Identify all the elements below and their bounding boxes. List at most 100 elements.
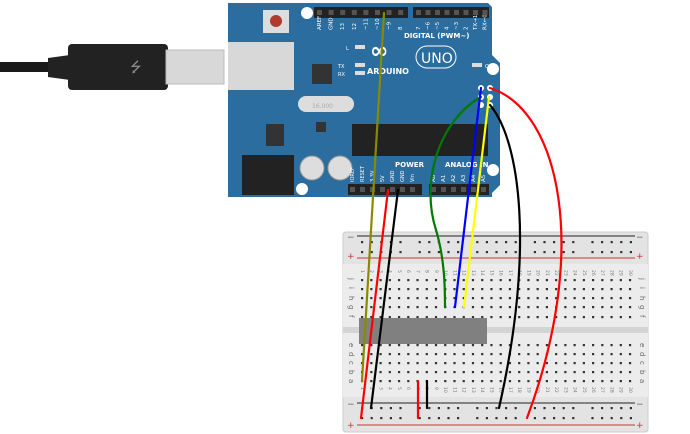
breadboard-hole[interactable] [499,371,502,374]
power-pin[interactable] [390,187,395,192]
breadboard-hole[interactable] [379,353,382,356]
breadboard-hole[interactable] [490,353,493,356]
breadboard-hole[interactable] [490,288,493,291]
rail-hole[interactable] [389,417,392,420]
rail-hole[interactable] [447,241,450,244]
rail-hole[interactable] [514,407,517,410]
breadboard-hole[interactable] [388,362,391,365]
rail-hole[interactable] [495,251,498,254]
breadboard-hole[interactable] [388,279,391,282]
breadboard-hole[interactable] [444,353,447,356]
breadboard-hole[interactable] [471,288,475,291]
breadboard-hole[interactable] [434,279,438,282]
rail-hole[interactable] [620,407,623,410]
breadboard-hole[interactable] [397,288,401,291]
analog-pin[interactable] [481,187,486,192]
rail-hole[interactable] [399,251,402,254]
rail-hole[interactable] [505,417,508,420]
breadboard-hole[interactable] [397,362,401,365]
breadboard-hole[interactable] [508,362,512,365]
breadboard-hole[interactable] [416,353,419,356]
rail-hole[interactable] [572,241,575,244]
breadboard-hole[interactable] [527,344,530,347]
breadboard-hole[interactable] [370,306,373,309]
breadboard-hole[interactable] [592,306,595,309]
usb-cable[interactable]: ⭍ [0,44,225,90]
breadboard-hole[interactable] [490,279,493,282]
rail-hole[interactable] [399,241,402,244]
power-pin[interactable] [410,187,415,192]
breadboard-hole[interactable] [619,306,622,309]
rail-hole[interactable] [543,251,546,254]
rail-hole[interactable] [610,251,613,254]
breadboard-hole[interactable] [582,279,585,282]
breadboard-hole[interactable] [610,371,613,374]
breadboard-hole[interactable] [499,288,502,291]
breadboard-hole[interactable] [573,316,576,319]
rail-hole[interactable] [543,407,546,410]
breadboard-hole[interactable] [582,362,585,365]
breadboard-hole[interactable] [499,353,502,356]
breadboard-hole[interactable] [425,288,428,291]
breadboard-hole[interactable] [610,288,613,291]
breadboard-hole[interactable] [619,288,622,291]
breadboard-hole[interactable] [582,371,585,374]
rail-hole[interactable] [361,241,364,244]
breadboard-hole[interactable] [397,316,401,319]
breadboard[interactable]: 1122334455667788991010111112121313141415… [342,231,649,433]
digital-pin[interactable] [463,10,469,15]
rail-hole[interactable] [457,241,460,244]
breadboard-hole[interactable] [527,279,530,282]
breadboard-hole[interactable] [545,288,548,291]
wire-5v-to-plus-rail[interactable] [359,188,390,420]
breadboard-hole[interactable] [370,297,373,300]
breadboard-hole[interactable] [481,353,484,356]
digital-pin[interactable] [473,10,478,15]
rail-hole[interactable] [620,241,623,244]
breadboard-hole[interactable] [444,344,447,347]
breadboard-hole[interactable] [555,297,558,300]
breadboard-hole[interactable] [388,344,391,347]
breadboard-hole[interactable] [518,362,521,365]
breadboard-hole[interactable] [555,279,558,282]
analog-pin[interactable] [461,187,466,192]
rail-hole[interactable] [418,241,421,244]
breadboard-hole[interactable] [573,371,576,374]
breadboard-hole[interactable] [425,344,428,347]
breadboard-hole[interactable] [434,362,438,365]
breadboard-hole[interactable] [416,362,419,365]
breadboard-hole[interactable] [573,297,576,300]
wire-icsp-to-g10[interactable] [429,95,483,309]
rail-hole[interactable] [505,407,508,410]
breadboard-hole[interactable] [555,362,558,365]
breadboard-hole[interactable] [388,306,391,309]
breadboard-hole[interactable] [361,297,364,300]
rail-hole[interactable] [437,407,440,410]
breadboard-hole[interactable] [462,279,465,282]
breadboard-hole[interactable] [462,371,465,374]
breadboard-hole[interactable] [555,353,558,356]
rail-hole[interactable] [399,417,402,420]
breadboard-hole[interactable] [573,288,576,291]
breadboard-hole[interactable] [619,297,622,300]
breadboard-hole[interactable] [444,316,447,319]
breadboard-hole[interactable] [370,344,373,347]
breadboard-hole[interactable] [490,306,493,309]
rail-hole[interactable] [428,417,431,420]
breadboard-hole[interactable] [573,344,576,347]
breadboard-hole[interactable] [407,362,410,365]
breadboard-hole[interactable] [536,288,539,291]
breadboard-hole[interactable] [545,362,548,365]
breadboard-hole[interactable] [397,380,401,383]
breadboard-hole[interactable] [536,316,539,319]
breadboard-hole[interactable] [462,288,465,291]
breadboard-hole[interactable] [573,353,576,356]
breadboard-hole[interactable] [407,371,410,374]
breadboard-hole[interactable] [545,380,548,383]
digital-pin[interactable] [317,10,322,15]
rail-hole[interactable] [457,407,460,410]
rail-hole[interactable] [428,407,431,410]
breadboard-hole[interactable] [536,279,539,282]
breadboard-hole[interactable] [379,316,382,319]
breadboard-hole[interactable] [601,306,604,309]
